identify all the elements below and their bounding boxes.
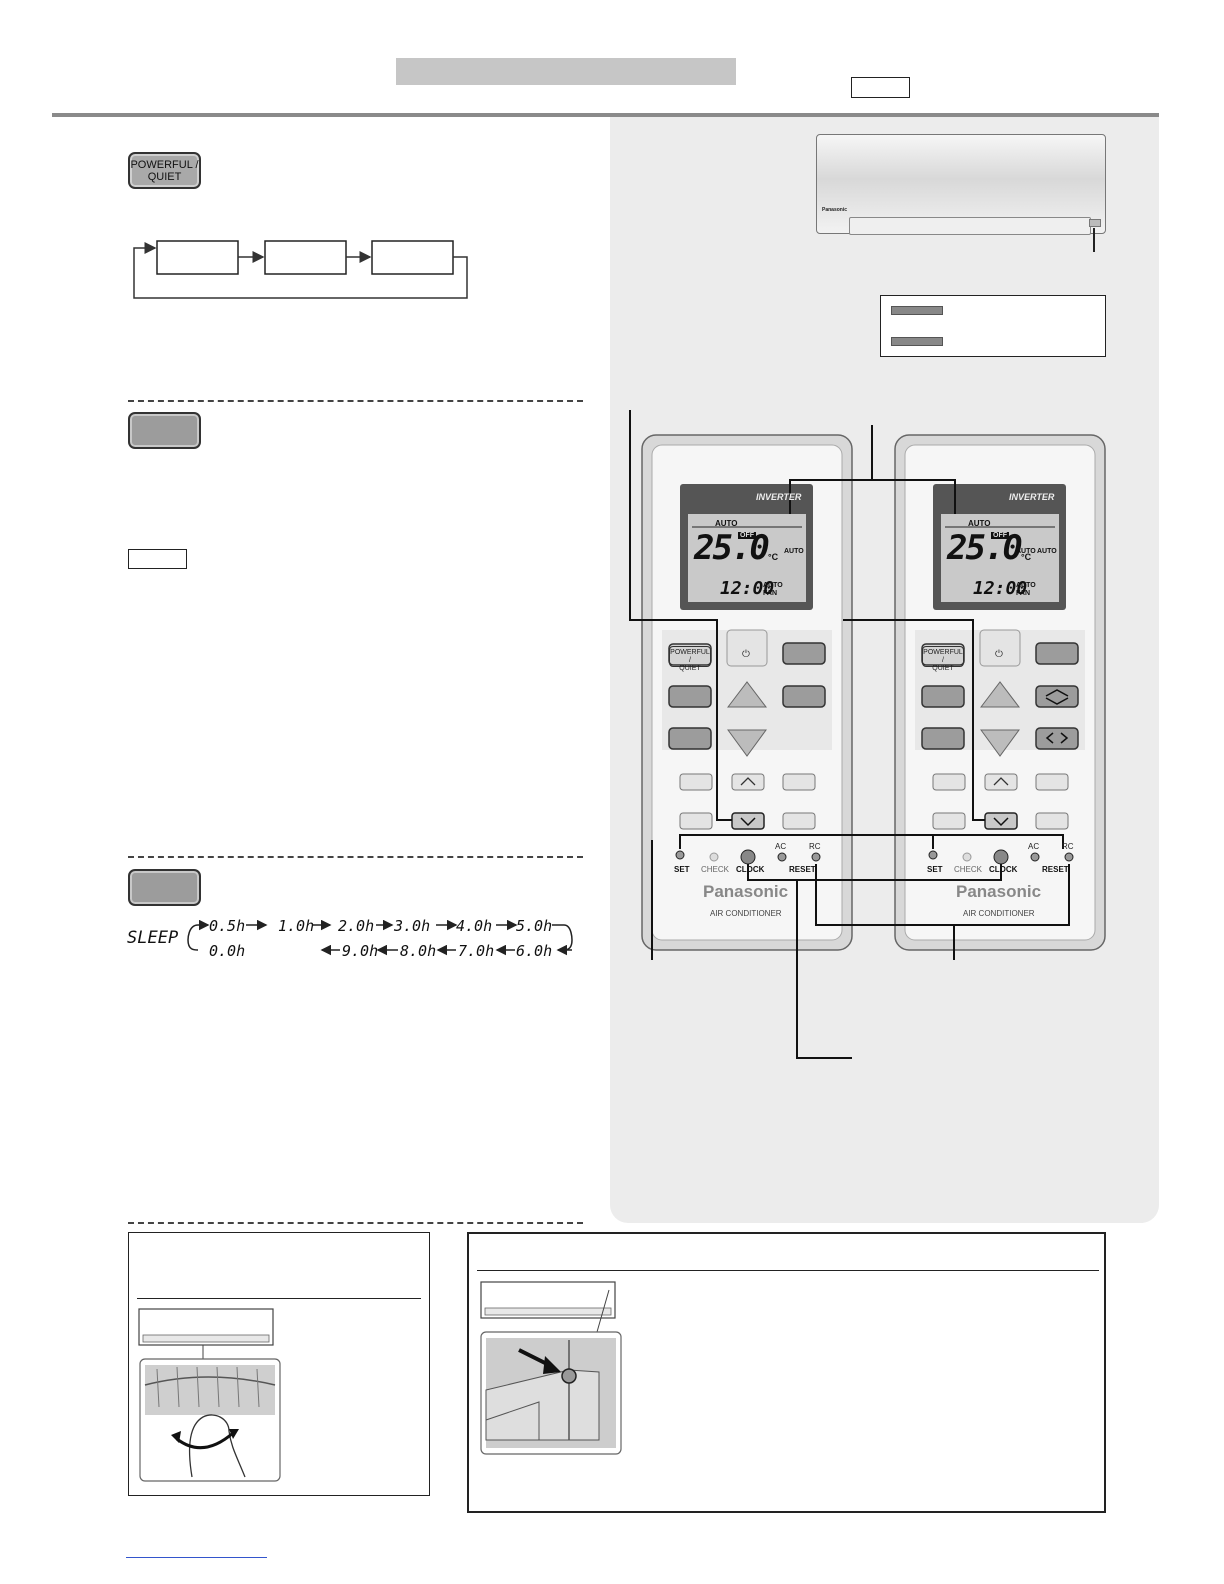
remote-brand: Panasonic [703,882,789,901]
cycle-box-2 [264,240,347,275]
remote-temp-unit: °C [768,552,779,562]
remote-check-label: CHECK [954,865,983,874]
indoor-unit-flap [849,217,1091,235]
remote-inverter-logo: INVERTER [756,492,802,502]
indoor-unit-indicator [1089,219,1101,227]
remote-clock-label: CLOCK [989,865,1018,874]
remote-check-label: CHECK [701,865,730,874]
note-box [128,549,187,569]
remote-reset-label: RESET [789,865,816,874]
sleep-step: 1.0h [278,917,315,935]
box-rule [477,1270,1099,1271]
remote-mode-display: AUTO [715,519,738,528]
legend-swatch [891,306,943,315]
remote-fan-auto: AUTO [1016,582,1036,589]
remote-mode-display: AUTO [968,519,991,528]
powerful-quiet-label: POWERFUL / QUIET [130,159,199,183]
sleep-step: 8.0h [400,942,437,960]
remote-reset-label: RESET [1042,865,1069,874]
header-title-bar [396,58,736,85]
remote-set-label: SET [927,865,943,874]
header-rule [52,113,1159,117]
remote-brand: Panasonic [956,882,1042,901]
remote-rc-label: RC [809,842,821,851]
indicator-leader-line [1093,228,1095,252]
sleep-step: 7.0h [458,942,495,960]
sleep-step: 6.0h [516,942,553,960]
remote-fan-label: FAN [1016,590,1030,597]
legend-box [880,295,1106,357]
header-page-box [851,77,910,98]
remote-controls-illustration [629,410,1106,1059]
powerful-quiet-cycle-diagram [133,240,468,299]
mode-button[interactable] [128,412,201,449]
remote-off-tag: OFF [738,532,756,539]
remote-ac-label: AC [1028,842,1040,851]
remote-subtitle: AIR CONDITIONER [710,909,782,918]
section-divider [128,400,583,402]
legend-swatch [891,337,943,346]
remote-swing-auto: AUTO [1016,548,1036,555]
remote-off-tag: OFF [991,532,1009,539]
indoor-unit: Panasonic [816,134,1106,235]
sleep-step: 3.0h [394,917,431,935]
sleep-step: 0.0h [209,942,246,960]
remote-clock-label: CLOCK [736,865,765,874]
remote-powerful-quiet-button[interactable]: POWERFUL / QUIET [669,646,711,672]
sleep-step: 5.0h [516,917,553,935]
remote-swing-auto: AUTO [1037,548,1057,555]
remote-clock-display: 12:00 [973,578,1028,599]
sleep-label: SLEEP [127,928,179,948]
louver-adjust-box [128,1232,430,1496]
auto-operation-box [467,1232,1106,1513]
remote-fan-auto: AUTO [763,582,783,589]
remote-clock-display: 12:00 [720,578,775,599]
section-divider [128,1222,583,1224]
power-icon[interactable]: ⏻ [995,649,1003,660]
sleep-cycle-diagram [187,919,573,956]
sleep-button[interactable] [128,869,201,906]
louver-illustration [138,1308,281,1482]
box-rule [137,1298,421,1299]
section-divider [128,856,583,858]
sleep-step: 2.0h [338,917,375,935]
sleep-step: 4.0h [456,917,493,935]
remote-powerful-quiet-button[interactable]: POWERFUL / QUIET [922,646,964,672]
remote-temperature-display: 25.0 [947,528,1023,568]
power-icon[interactable]: ⏻ [742,649,750,660]
footer-link[interactable] [126,1557,267,1558]
cycle-box-1 [156,240,239,275]
powerful-quiet-button[interactable]: POWERFUL / QUIET [128,152,201,189]
sleep-step: 0.5h [209,917,246,935]
remote-inverter-logo: INVERTER [1009,492,1055,502]
remote-temperature-display: 25.0 [694,528,770,568]
remote-swing-auto: AUTO [784,548,804,555]
remote-temp-unit: °C [1021,552,1032,562]
indoor-unit-brand: Panasonic [822,207,848,213]
remote-ac-label: AC [775,842,787,851]
cycle-box-3 [371,240,454,275]
sleep-step: 9.0h [342,942,379,960]
remote-rc-label: RC [1062,842,1074,851]
remote-fan-label: FAN [763,590,777,597]
remote-set-label: SET [674,865,690,874]
auto-switch-illustration [480,1281,622,1455]
remote-subtitle: AIR CONDITIONER [963,909,1035,918]
